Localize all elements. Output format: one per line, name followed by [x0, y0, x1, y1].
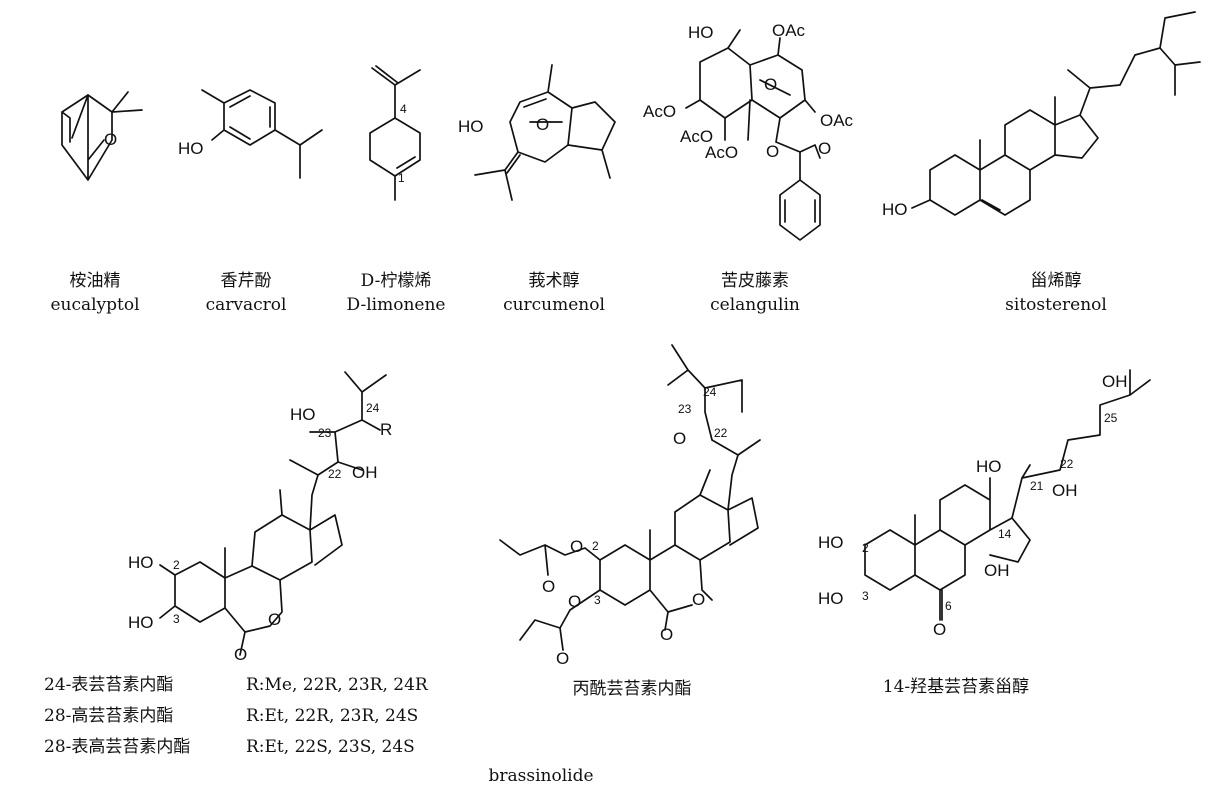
atom-oac: OAc [820, 111, 854, 130]
variant-config-3: R:Et, 22S, 23S, 24S [246, 737, 415, 757]
atom-ho: HO [128, 613, 154, 632]
label-sitosterenol-en: sitosterenol [1005, 295, 1107, 315]
locant-23: 23 [678, 402, 692, 416]
carvacrol-structure: HO [178, 89, 323, 179]
curcumenol-structure: HO O [458, 64, 616, 201]
variant-name-1: 24-表芸苔素内酯 [44, 675, 173, 695]
atom-ho: HO [976, 457, 1002, 476]
label-curcumenol-zh: 莪术醇 [529, 271, 580, 291]
atom-oac: OAc [772, 21, 806, 40]
atom-o: O [673, 429, 686, 448]
atom-o: O [542, 577, 555, 596]
atom-o: O [234, 645, 247, 664]
variant-config-2: R:Et, 22R, 23R, 24S [246, 706, 418, 726]
propionyl-brassinolide-structure: O O O O O O O 2 3 23 24 22 [499, 344, 761, 668]
celangulin-structure: HO OAc AcO AcO AcO OAc O O O [643, 21, 854, 241]
atom-o: O [570, 537, 583, 556]
locant-3: 3 [594, 593, 601, 607]
locant-2: 2 [862, 541, 869, 555]
locant-24: 24 [366, 401, 380, 415]
variant-name-3: 28-表高芸苔素内酯 [44, 737, 190, 757]
atom-o: O [536, 115, 549, 134]
label-celangulin-zh: 苦皮藤素 [721, 271, 789, 291]
atom-ho: HO [688, 23, 714, 42]
atom-ho: HO [882, 200, 908, 219]
variant-config-1: R:Me, 22R, 23R, 24R [246, 675, 429, 695]
atom-o: O [568, 592, 581, 611]
atom-oh: OH [984, 561, 1010, 580]
atom-ho: HO [458, 117, 484, 136]
label-limonene-zh: D-柠檬烯 [361, 271, 432, 291]
label-limonene-en: D-limonene [347, 295, 446, 315]
hydroxy-brassinosterol-structure: HO HO O OH HO OH OH 2 3 6 14 21 22 25 [818, 369, 1151, 639]
atom-o: O [556, 649, 569, 668]
locant-3: 3 [173, 612, 180, 626]
label-curcumenol-en: curcumenol [503, 295, 605, 315]
locant-23: 23 [318, 426, 332, 440]
atom-r: R [380, 420, 392, 439]
locant-2: 2 [592, 539, 599, 553]
locant-25: 25 [1104, 411, 1118, 425]
label-hydroxy-brassinosterol: 14-羟基芸苔素甾醇 [883, 677, 1029, 697]
atom-o: O [818, 139, 831, 158]
locant-22: 22 [1060, 457, 1074, 471]
atom-ho: HO [818, 589, 844, 608]
locant-3: 3 [862, 589, 869, 603]
locant-24: 24 [703, 385, 717, 399]
atom-aco: AcO [680, 127, 713, 146]
atom-oh: OH [1052, 481, 1078, 500]
locant-6: 6 [945, 599, 952, 613]
brassinolide-structure: HO HO O O HO OH R 2 3 23 24 22 [128, 371, 392, 664]
atom-oh: OH [1102, 372, 1128, 391]
limonene-structure: 4 1 [369, 65, 421, 201]
atom-ho: HO [818, 533, 844, 552]
atom-o: O [692, 590, 705, 609]
label-carvacrol-en: carvacrol [206, 295, 287, 315]
locant-2: 2 [173, 558, 180, 572]
locant-1: 1 [398, 171, 405, 185]
label-brassinolide: brassinolide [488, 766, 593, 786]
label-propionyl-brassinolide: 丙酰芸苔素内酯 [573, 679, 692, 699]
atom-o: O [268, 610, 281, 629]
label-sitosterenol-zh: 甾烯醇 [1031, 271, 1082, 291]
atom-ho: HO [178, 139, 204, 158]
atom-ho: HO [128, 553, 154, 572]
atom-oh: OH [352, 463, 378, 482]
locant-4: 4 [400, 102, 407, 116]
atom-ho: HO [290, 405, 316, 424]
atom-o: O [766, 142, 779, 161]
locant-22: 22 [328, 467, 342, 481]
label-eucalyptol-en: eucalyptol [50, 295, 139, 315]
atom-o: O [764, 75, 777, 94]
atom-o: O [660, 625, 673, 644]
locant-14: 14 [998, 527, 1012, 541]
locant-21: 21 [1030, 479, 1044, 493]
atom-o: O [933, 620, 946, 639]
label-celangulin-en: celangulin [710, 295, 800, 315]
label-carvacrol-zh: 香芹酚 [221, 271, 272, 291]
variant-name-2: 28-高芸苔素内酯 [44, 706, 173, 726]
atom-o: O [104, 130, 117, 149]
sitosterenol-structure: HO [882, 11, 1201, 219]
locant-22: 22 [714, 426, 728, 440]
atom-aco: AcO [643, 102, 676, 121]
atom-aco: AcO [705, 143, 738, 162]
eucalyptol-structure: O [61, 91, 143, 181]
label-eucalyptol-zh: 桉油精 [70, 271, 121, 291]
